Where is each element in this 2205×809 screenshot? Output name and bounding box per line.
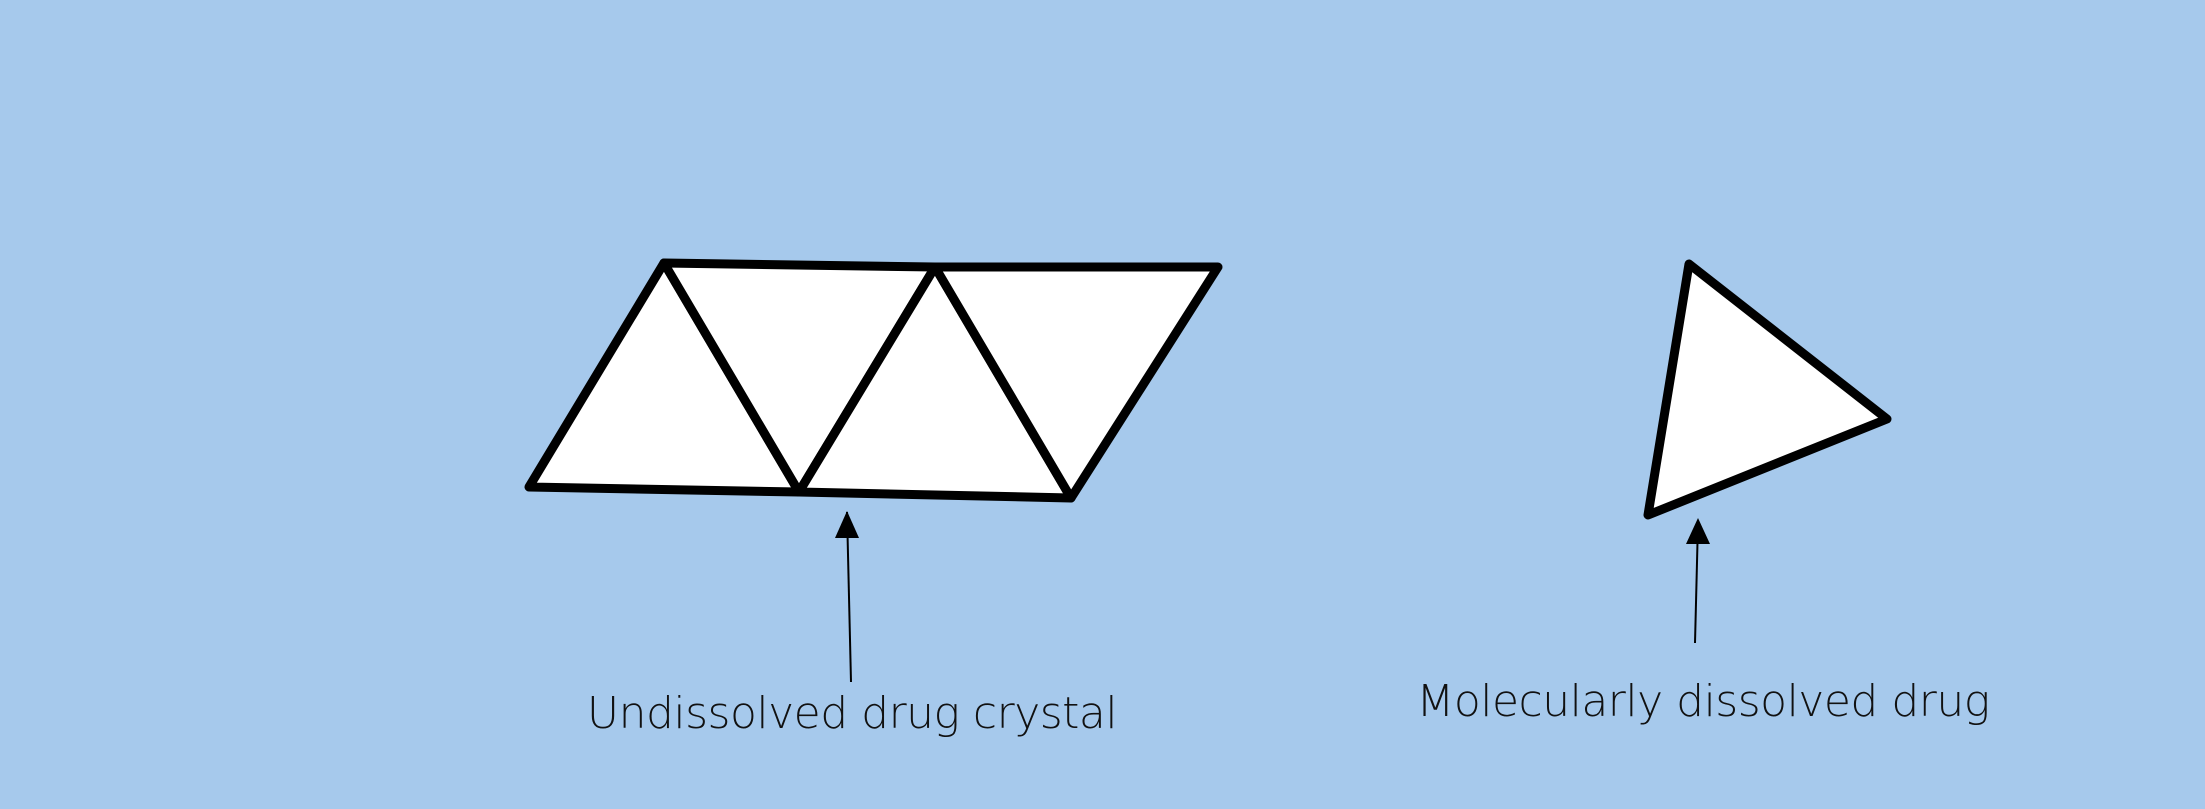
- drug-crystal: [524, 258, 1223, 503]
- dissolved-molecule-triangle: [1643, 259, 1892, 520]
- crystal-arrowhead-icon: [835, 511, 859, 538]
- crystal-label: Undissolved drug crystal: [586, 688, 1118, 739]
- dissolved-arrowhead-icon: [1686, 518, 1710, 544]
- crystal-triangle-4: [930, 262, 1223, 503]
- crystal-arrow: [846, 511, 852, 683]
- dissolved-label: Molecularly dissolved drug: [1416, 676, 1990, 727]
